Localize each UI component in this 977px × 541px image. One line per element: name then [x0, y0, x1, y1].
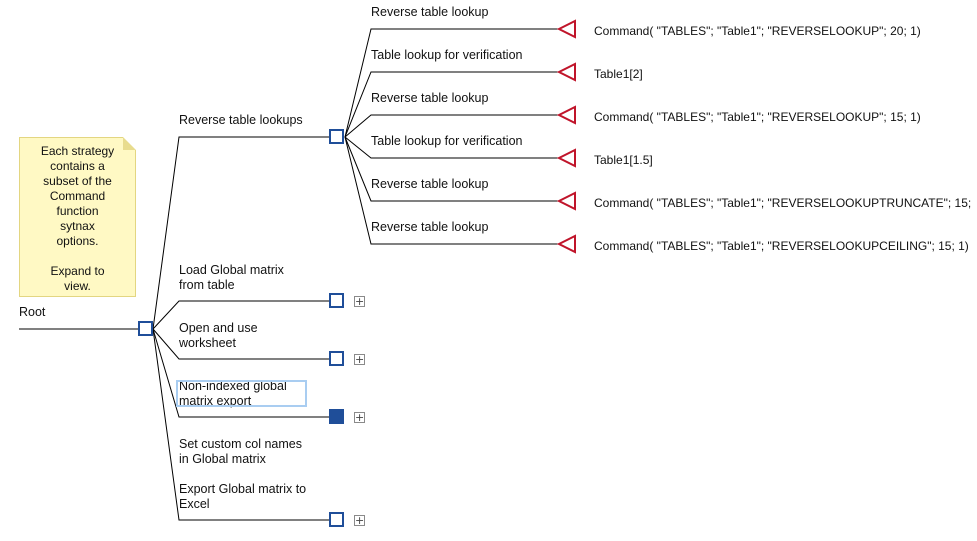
root-node[interactable]	[138, 321, 153, 336]
end-marker-0[interactable]	[556, 19, 576, 39]
expand-plus-icon[interactable]: +	[354, 514, 365, 527]
branch-label-non-indexed-export[interactable]: Non-indexed global matrix export	[179, 379, 287, 408]
connector-branch-4	[152, 328, 329, 521]
expand-plus-icon[interactable]: +	[354, 353, 365, 366]
expand-plus-icon[interactable]: +	[354, 411, 365, 424]
connector-leaf-3	[344, 136, 559, 159]
branch-label-open-worksheet[interactable]: Open and use worksheet	[179, 321, 258, 350]
leaf-result-5: Command( "TABLES"; "Table1"; "REVERSELOO…	[594, 239, 969, 253]
connector-leaf-1	[344, 71, 559, 138]
sticky-note[interactable]: Each strategy contains a subset of the C…	[19, 137, 136, 297]
end-marker-1[interactable]	[556, 62, 576, 82]
leaf-label-5[interactable]: Reverse table lookup	[371, 220, 489, 234]
branch-node-non-indexed-export[interactable]	[329, 409, 344, 424]
leaf-label-4[interactable]: Reverse table lookup	[371, 177, 489, 191]
selection-highlight	[176, 380, 307, 407]
end-marker-3[interactable]	[556, 148, 576, 168]
end-marker-5[interactable]	[556, 234, 576, 254]
connector-branch-3	[152, 328, 329, 418]
branch-node-export-excel[interactable]	[329, 512, 344, 527]
note-fold-corner	[123, 137, 136, 150]
note-text: Each strategy contains a subset of the C…	[40, 144, 115, 293]
branch-label-load-global-matrix[interactable]: Load Global matrix from table	[179, 263, 284, 292]
leaf-label-0[interactable]: Reverse table lookup	[371, 5, 489, 19]
connector-branch-2	[152, 328, 329, 360]
branch-label-export-excel[interactable]: Export Global matrix to Excel	[179, 482, 307, 511]
branch-label-custom-col-names[interactable]: Set custom col names in Global matrix	[179, 437, 302, 466]
connector-leaf-5	[344, 136, 559, 245]
branch-node-open-worksheet[interactable]	[329, 351, 344, 366]
leaf-label-3[interactable]: Table lookup for verification	[371, 134, 523, 148]
leaf-label-1[interactable]: Table lookup for verification	[371, 48, 523, 62]
expand-plus-icon[interactable]: +	[354, 295, 365, 308]
end-marker-2[interactable]	[556, 105, 576, 125]
end-marker-4[interactable]	[556, 191, 576, 211]
leaf-label-2[interactable]: Reverse table lookup	[371, 91, 489, 105]
branch-node-load-global-matrix[interactable]	[329, 293, 344, 308]
leaf-result-0: Command( "TABLES"; "Table1"; "REVERSELOO…	[594, 24, 921, 38]
connector-leaf-2	[344, 114, 559, 138]
leaf-result-1: Table1[2]	[594, 67, 643, 81]
branch-label-reverse-table-lookups[interactable]: Reverse table lookups	[179, 113, 303, 127]
leaf-result-4: Command( "TABLES"; "Table1"; "REVERSELOO…	[594, 196, 971, 210]
connector-branch-0	[152, 136, 329, 330]
leaf-result-2: Command( "TABLES"; "Table1"; "REVERSELOO…	[594, 110, 921, 124]
branch-node-reverse-table-lookups[interactable]	[329, 129, 344, 144]
root-label[interactable]: Root	[19, 305, 46, 319]
connector-leaf-4	[344, 136, 559, 202]
connector-branch-1	[152, 300, 329, 330]
connector-leaf-0	[344, 28, 559, 138]
leaf-result-3: Table1[1.5]	[594, 153, 653, 167]
